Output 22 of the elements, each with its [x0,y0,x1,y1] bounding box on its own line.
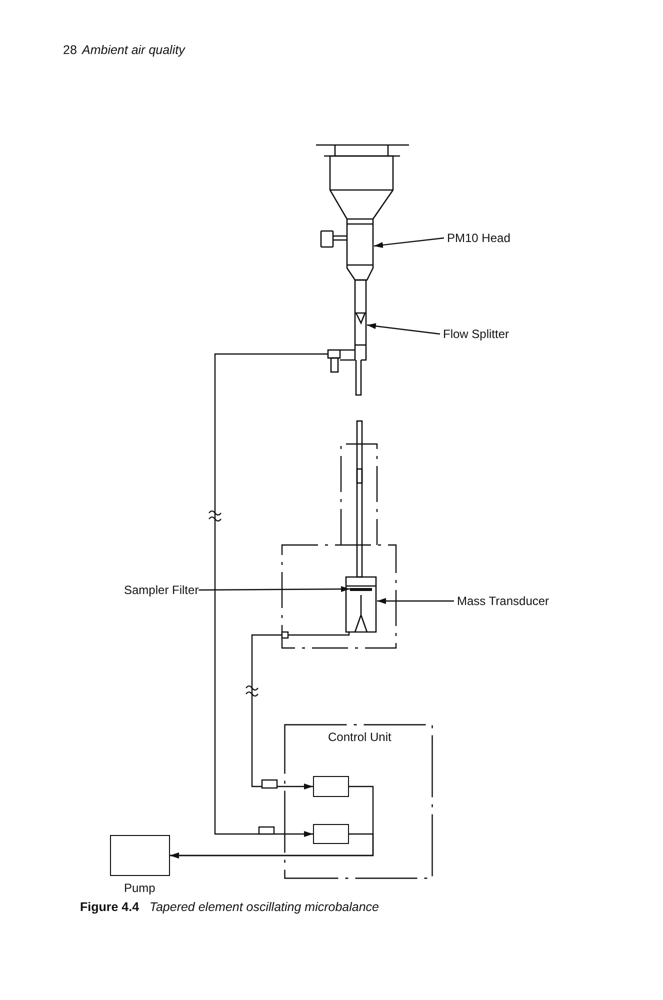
control-unit-enclosure [284,724,433,879]
callout-label: PM10 Head [447,231,510,245]
flow-line [251,632,350,790]
flow-splitter-drawing [327,279,367,396]
leader-line [377,598,454,604]
pump-label: Pump [124,881,156,895]
figure-caption: Figure 4.4 Tapered element oscillating microbalance [80,900,379,914]
callout-label: Mass Transducer [457,594,550,608]
enclosure-title: Control Unit [328,730,392,744]
callout-label: Sampler Filter [124,583,199,597]
page-number: 28 [63,43,77,57]
flow-line [214,353,328,837]
leader-line [366,323,440,335]
leader-line [374,237,444,248]
running-header: Ambient air quality [82,43,185,57]
flow-controller-box [313,824,349,844]
callout-label: Flow Splitter [443,327,510,341]
flow-line [170,833,374,858]
transducer-drawing [345,576,377,633]
flow-controller-box [313,776,349,797]
leader-line [198,586,350,592]
inlet-head-drawing [315,144,410,281]
